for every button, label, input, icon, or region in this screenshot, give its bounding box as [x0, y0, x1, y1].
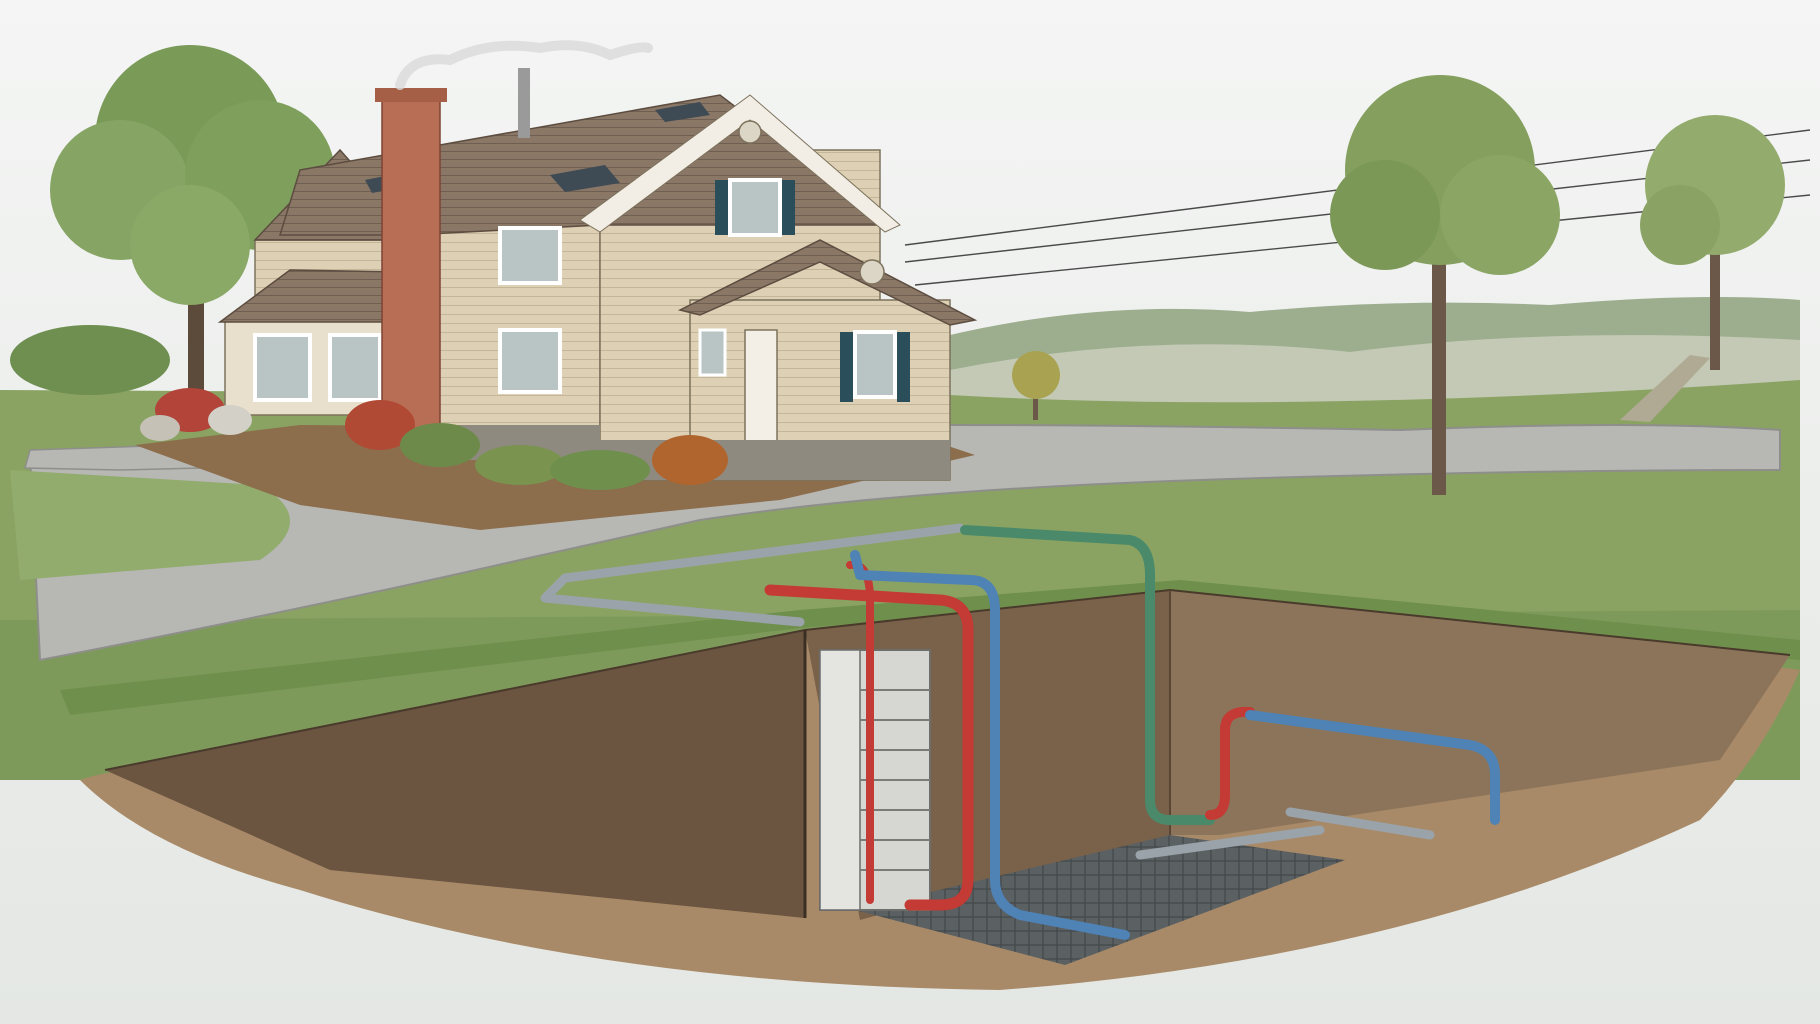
tree-icon [50, 45, 335, 390]
side-lawn [10, 470, 290, 580]
walking-path [1620, 355, 1710, 422]
excavation-cutaway [60, 580, 1800, 990]
pipe-icon [540, 523, 1500, 940]
shrubs [140, 388, 728, 490]
chimney [381, 91, 441, 438]
tree-icon [1330, 75, 1560, 495]
windows [498, 120, 910, 402]
hedge [10, 325, 170, 395]
green-pipe [960, 525, 1215, 825]
gray-pipe [540, 523, 965, 627]
blue-pipe-right [1245, 710, 1500, 825]
heat-exchanger [819, 649, 931, 911]
gravel-floor [855, 835, 1345, 965]
blue-pipe [850, 550, 1130, 940]
tree-icon [1640, 115, 1785, 370]
house-icon [135, 40, 978, 530]
gray-pipe-lower [1135, 807, 1435, 860]
chimney-smoke [395, 40, 653, 90]
tree-icon [1012, 351, 1060, 420]
red-pipe-right [1205, 706, 1255, 820]
red-pipe [764, 584, 974, 911]
